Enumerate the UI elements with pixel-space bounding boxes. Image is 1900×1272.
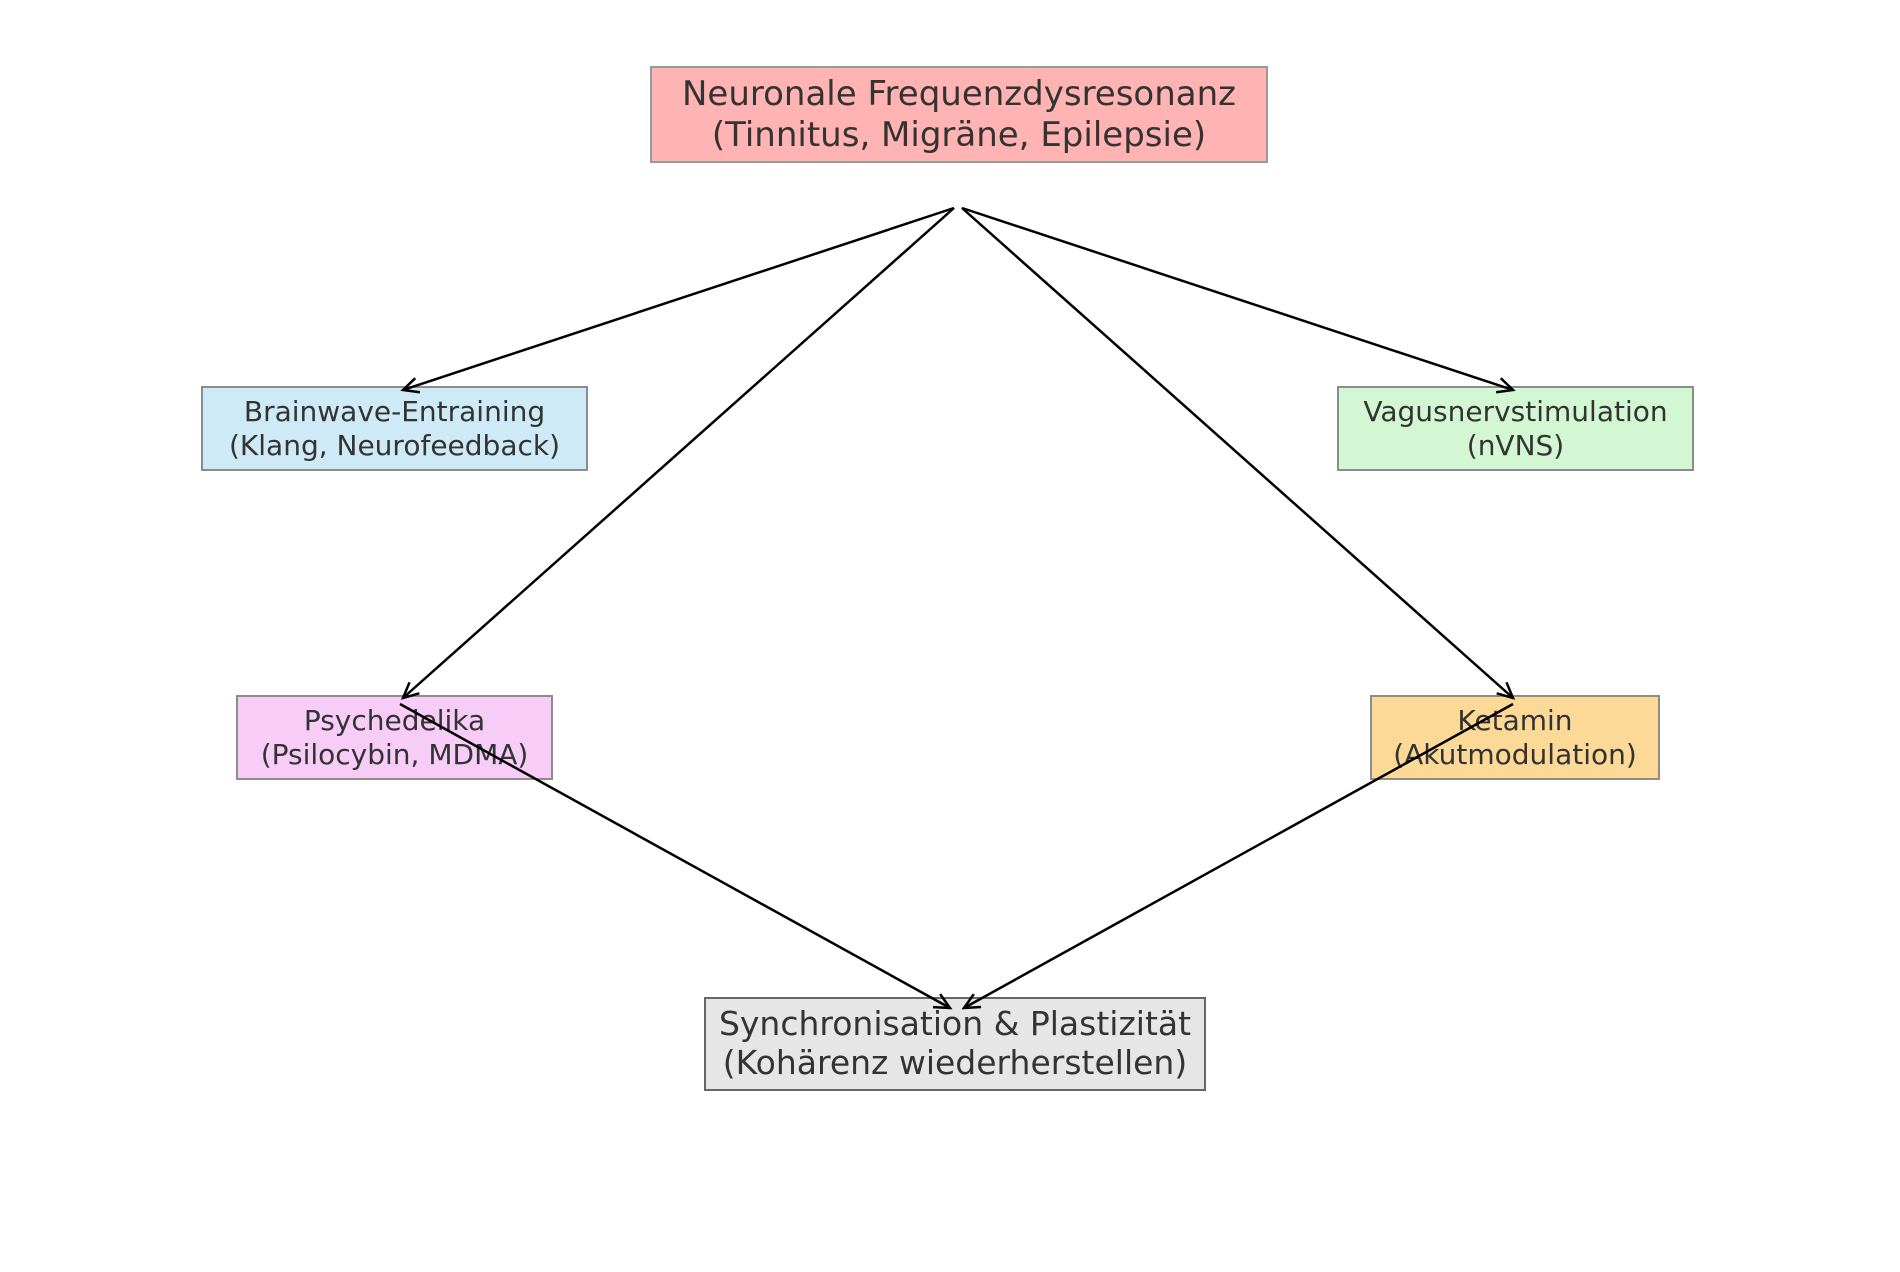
node-ketamin: Ketamin (Akutmodulation) (1370, 695, 1660, 780)
node-title: Synchronisation & Plastizität (718, 1004, 1192, 1044)
node-subtitle: (nVNS) (1466, 428, 1565, 462)
node-brainwave-entraining: Brainwave-Entraining (Klang, Neurofeedba… (201, 386, 588, 471)
node-psychedelika: Psychedelika (Psilocybin, MDMA) (236, 695, 553, 780)
arrow-top-to-vagus (961, 206, 1516, 394)
node-subtitle: (Akutmodulation) (1393, 737, 1637, 771)
node-title: Psychedelika (303, 704, 486, 738)
arrow-line (402, 206, 955, 392)
node-title: Vagusnervstimulation (1363, 395, 1668, 429)
node-title: Neuronale Frequenzdysresonanz (681, 74, 1237, 115)
node-subtitle: (Klang, Neurofeedback) (228, 428, 561, 462)
node-vagusnervstimulation: Vagusnervstimulation (nVNS) (1337, 386, 1694, 471)
node-subtitle: (Psilocybin, MDMA) (260, 737, 529, 771)
node-title: Brainwave-Entraining (243, 395, 546, 429)
arrow-top-to-brainwave (400, 206, 955, 394)
node-neuronale-frequenzdysresonanz: Neuronale Frequenzdysresonanz (Tinnitus,… (650, 66, 1268, 163)
arrow-line (961, 206, 1514, 392)
node-title: Ketamin (1457, 704, 1573, 738)
node-subtitle: (Kohärenz wiederherstellen) (722, 1043, 1188, 1082)
node-synchronisation-plastizitaet: Synchronisation & Plastizität (Kohärenz … (704, 997, 1206, 1091)
node-subtitle: (Tinnitus, Migräne, Epilepsie) (711, 114, 1207, 155)
